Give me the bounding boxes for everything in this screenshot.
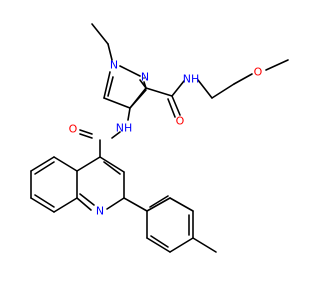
bond-lines	[30, 23, 289, 253]
atom-label-amide-o-left: O	[69, 123, 78, 136]
molecule-diagram: N N NH O O NH O N	[30, 23, 289, 253]
atom-label-amide-nh-right: NH	[183, 73, 200, 86]
atom-label-amide-nh-left: NH	[116, 122, 133, 135]
atom-label-ether-o: O	[254, 66, 263, 79]
atom-label-pyrazole-n2: N	[141, 71, 149, 84]
atom-label-pyrazole-n1: N	[110, 59, 118, 72]
atom-label-amide-o-right: O	[176, 115, 185, 128]
atom-labels: N N NH O O NH O N	[69, 59, 263, 218]
atom-label-quinoline-n: N	[96, 205, 104, 218]
